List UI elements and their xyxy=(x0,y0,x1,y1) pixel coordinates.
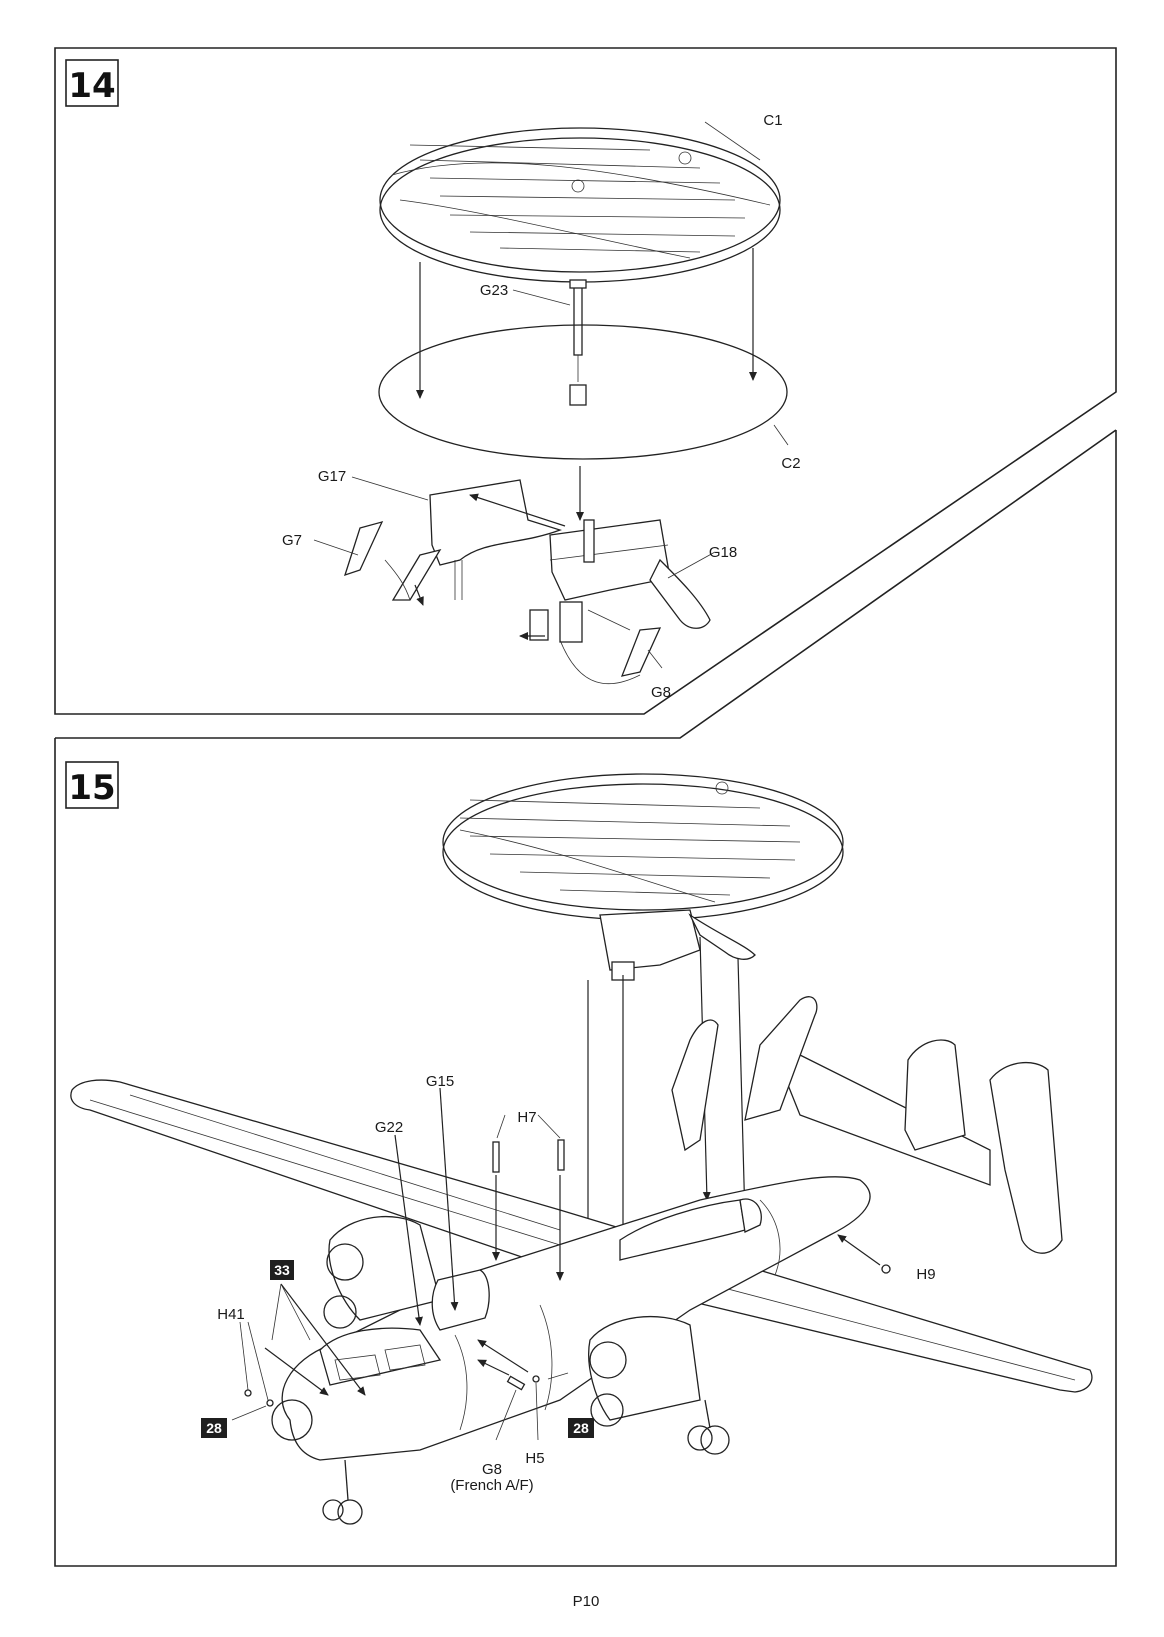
step-14-frame xyxy=(54,47,1117,715)
step-15-badge xyxy=(65,761,119,809)
label-c2: C2 xyxy=(781,455,800,472)
label-g17: G17 xyxy=(318,468,346,485)
page-number: P10 xyxy=(573,1593,600,1610)
leader-g15 xyxy=(439,1087,459,1311)
bracket-g17 xyxy=(351,476,566,600)
step-14-panel: 14 xyxy=(54,47,1117,739)
badge-33: 33 xyxy=(270,1260,294,1280)
label-h9: H9 xyxy=(916,1266,935,1283)
label-h5: H5 xyxy=(525,1450,544,1467)
leader-g22 xyxy=(394,1134,423,1326)
step-14-number: 14 xyxy=(68,66,115,106)
svg-text:28: 28 xyxy=(573,1420,589,1436)
part-h9 xyxy=(837,1234,891,1274)
svg-text:33: 33 xyxy=(274,1262,290,1278)
part-33-leader xyxy=(271,1283,366,1396)
diagonal-separator xyxy=(55,429,1117,739)
rotodome-pylon xyxy=(519,519,716,685)
step-15-number: 15 xyxy=(68,768,115,808)
label-c1: C1 xyxy=(763,112,782,129)
label-g7: G7 xyxy=(282,532,302,549)
label-g8-step15: G8 xyxy=(482,1461,502,1478)
label-g8-step14: G8 xyxy=(651,684,671,701)
label-h41: H41 xyxy=(217,1306,245,1323)
part-h5-g8 xyxy=(477,1339,569,1441)
label-g22: G22 xyxy=(375,1119,403,1136)
strut-g8 xyxy=(620,627,663,677)
aircraft-e2-hawkeye xyxy=(70,996,1093,1525)
label-g23: G23 xyxy=(480,282,508,299)
part-h41 xyxy=(231,1321,329,1421)
shaft-g23 xyxy=(512,279,587,406)
label-g15: G15 xyxy=(426,1073,454,1090)
badge-28-left: 28 xyxy=(201,1418,227,1438)
svg-text:28: 28 xyxy=(206,1420,222,1436)
label-g18: G18 xyxy=(709,544,737,561)
disc-c2 xyxy=(378,324,789,460)
radome-c1 xyxy=(379,121,781,283)
strut-g7 xyxy=(313,521,442,606)
badge-28-right: 28 xyxy=(568,1418,594,1438)
label-g8-note: (French A/F) xyxy=(450,1477,533,1494)
step-15-panel: 15 xyxy=(54,430,1117,1567)
step-14-badge xyxy=(65,59,119,107)
radome-assembled xyxy=(442,773,844,981)
part-h7 xyxy=(492,1114,565,1281)
label-h7: H7 xyxy=(517,1109,536,1126)
